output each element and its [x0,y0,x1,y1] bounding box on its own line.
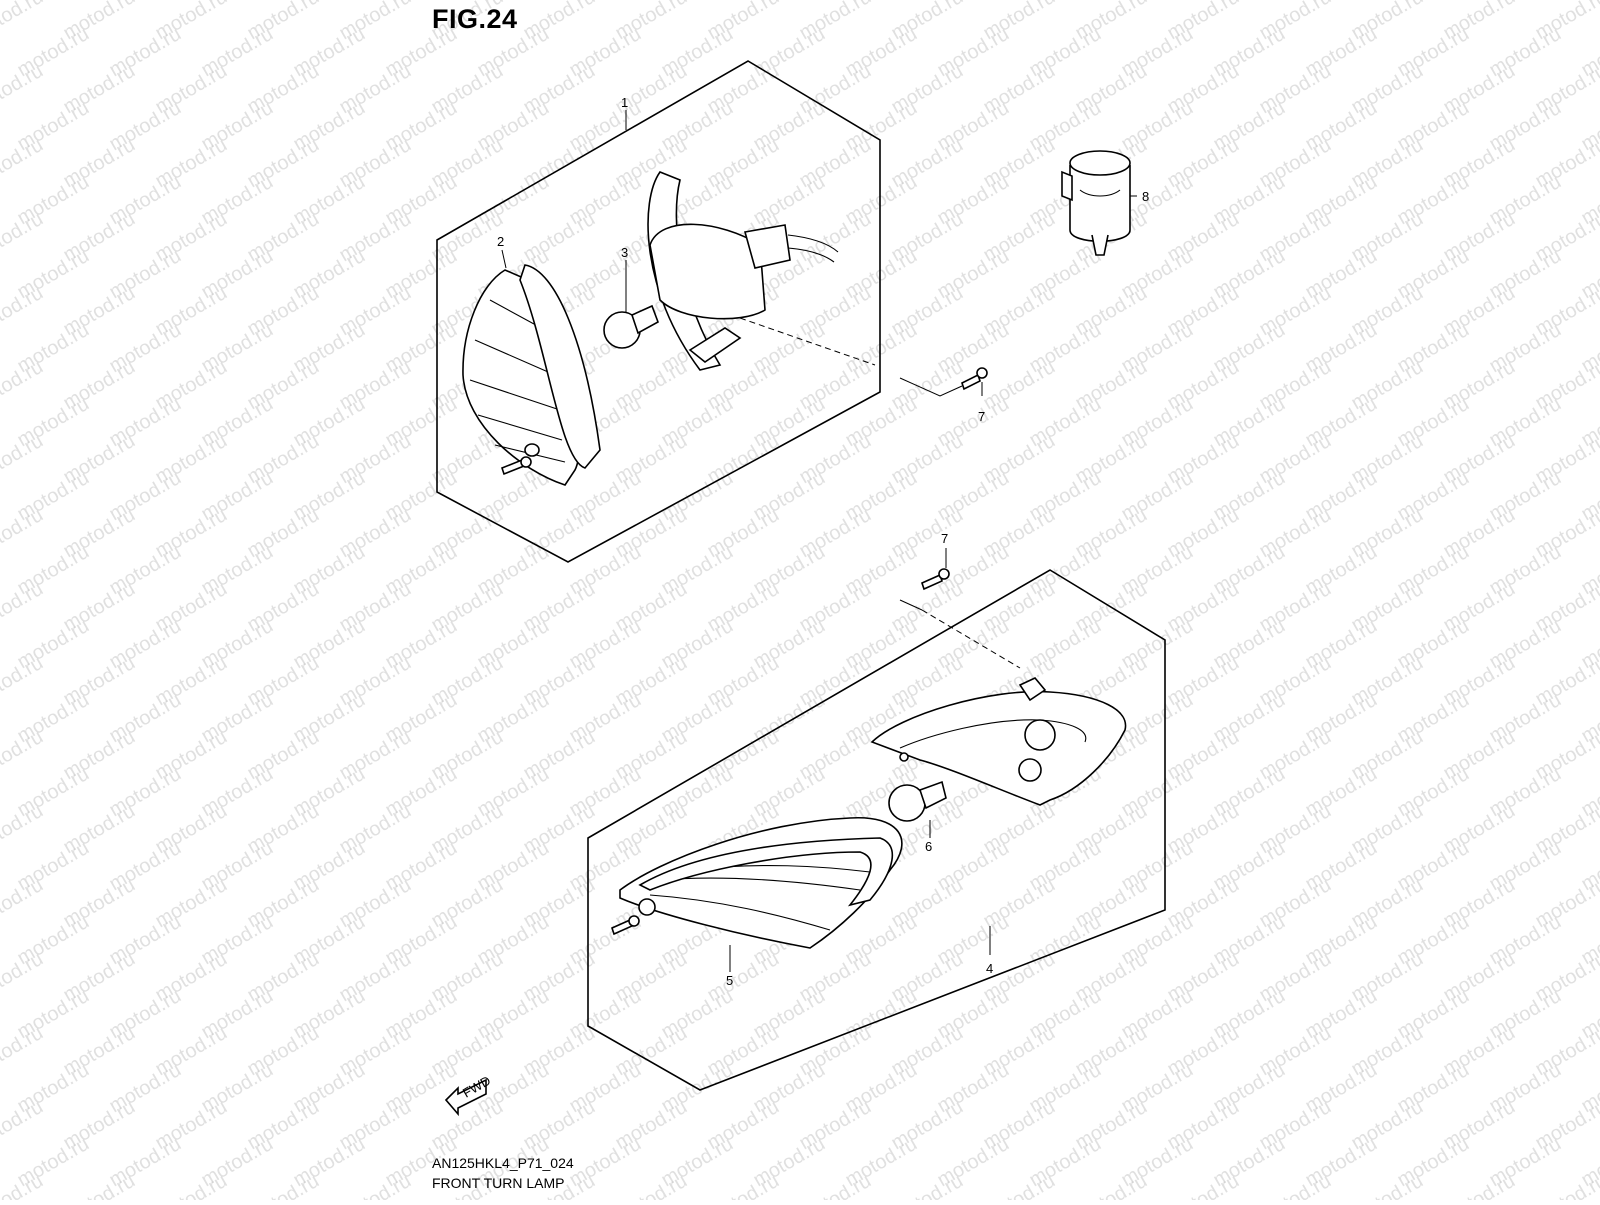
watermark-text: motod.ru [0,134,47,193]
watermark-text: motod.ru [152,1170,231,1200]
watermark-text: motod.ru [0,800,47,859]
figure-code: AN125HKL4_P71_024 [432,1155,574,1171]
figure-caption: FRONT TURN LAMP [432,1175,565,1191]
watermark-text: motod.ru [0,652,47,711]
callout-1: 1 [621,95,628,110]
watermark-text: motod.ru [0,1022,47,1081]
screw-upper-right-part-7 [962,368,987,389]
watermark-text: motod.ru [0,948,47,1007]
watermark-text: motod.ru [980,1170,1059,1200]
figure-title: FIG.24 [432,4,518,35]
watermark-text: motod.ru [888,1170,967,1200]
watermark-text: motod.ru [0,0,47,44]
watermark-text: motod.ru [60,1170,139,1200]
callout-7-lower: 7 [941,531,948,546]
watermark-text: motod.ru [244,1170,323,1200]
callout-5: 5 [726,973,733,988]
watermark-text: motod.ru [0,578,47,637]
watermark-text: motod.ru [0,356,47,415]
callout-6: 6 [925,839,932,854]
watermark-text: motod.ru [0,504,47,563]
watermark-text: motod.ru [0,208,47,267]
watermark-text: motod.ru [1440,1170,1519,1200]
watermark-text: motod.ru [0,1096,47,1155]
watermark-text: motod.ru [0,874,47,933]
watermark-text: motod.ru [612,1170,691,1200]
watermark-text: motod.ru [0,726,47,785]
callout-4: 4 [986,961,993,976]
callout-3: 3 [621,245,628,260]
watermark-text: motod.ru [1256,1170,1335,1200]
lens-lower-part-5 [620,818,902,948]
callout-8: 8 [1142,189,1149,204]
watermark-text: motod.ru [1072,1170,1151,1200]
relay-part-8 [1062,151,1130,255]
watermark-text: motod.ru [0,430,47,489]
watermark-text: motod.ru [796,1170,875,1200]
watermark-text: motod.ru [1348,1170,1427,1200]
watermark-text: motod.ru [336,1170,415,1200]
watermark-text: motod.ru [0,60,47,119]
callout-2: 2 [497,234,504,249]
callout-7-upper: 7 [978,409,985,424]
watermark-text: motod.ru [1164,1170,1243,1200]
watermark-text: motod.ru [704,1170,783,1200]
watermark-text: motod.ru [0,282,47,341]
